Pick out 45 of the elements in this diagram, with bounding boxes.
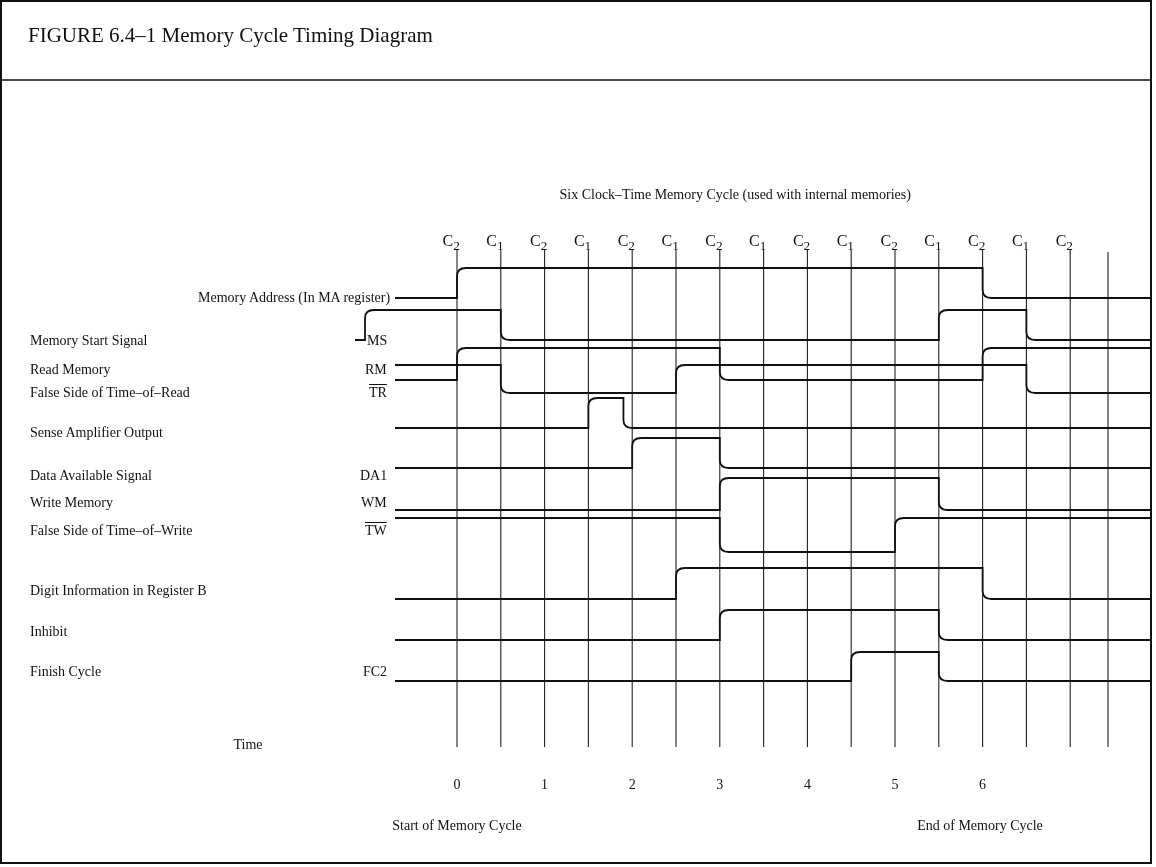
signal-name: Finish Cycle [30,664,102,680]
time-value: 1 [541,777,549,793]
clock-label: C$_{1}$ [749,232,767,254]
clock-label: C$_{1}$ [836,232,855,254]
cycle-note: Start of Memory Cycle [392,817,522,835]
cycle-note: End of Memory Cycle [916,817,1044,835]
clock-label: C$_{2}$ [617,232,636,254]
clock-label: C$_{2}$ [880,232,898,254]
clock-label: C$_{1}$ [661,232,679,254]
signal-name: Read Memory [30,362,111,378]
clock-label: C$_{2}$ [442,232,460,254]
signal-name: False Side of Time–of–Write [30,523,193,539]
clock-label: C$_{1}$ [924,232,942,254]
clock-label: C$_{2}$ [1055,232,1074,254]
clock-label: C$_{2}$ [530,232,548,254]
signal-mnemonic: TW [365,523,387,539]
signal-mnemonic: MS [367,333,388,349]
signal-mnemonic: TR [369,385,387,401]
time-value: 6 [979,777,987,793]
signal-name: Inhibit [30,624,68,640]
signal-mnemonic: RM [365,362,387,378]
signal-name: Write Memory [30,495,114,511]
clock-label: C$_{1}$ [573,232,592,254]
signal-name: Memory Start Signal [30,333,148,349]
clock-label: C$_{2}$ [705,232,723,254]
axis-label: Time [233,737,263,753]
figure-title: FIGURE 6.4–1 Memory Cycle Timing Diagram [28,22,433,48]
time-value: 3 [716,777,724,793]
clock-label: C$_{1}$ [1011,232,1030,254]
clock-label: C$_{2}$ [968,232,986,254]
time-value: 0 [453,777,461,793]
time-value: 4 [803,777,811,793]
clock-label: C$_{1}$ [486,232,504,254]
signal-name: Digit Information in Register B [30,583,207,599]
signal-name: Data Available Signal [30,468,152,484]
signal-name: Memory Address (In MA register) [198,290,391,306]
signal-mnemonic: WM [361,495,387,511]
time-value: 5 [891,777,899,793]
clock-label: C$_{2}$ [792,232,811,254]
signal-name: False Side of Time–of–Read [30,385,190,401]
subtitle: Six Clock–Time Memory Cycle (used with internal memories) [559,187,911,203]
signal-mnemonic: DA1 [360,468,388,484]
signal-name: Sense Amplifier Output [30,425,163,441]
time-value: 2 [628,777,636,793]
signal-mnemonic: FC2 [363,664,388,680]
